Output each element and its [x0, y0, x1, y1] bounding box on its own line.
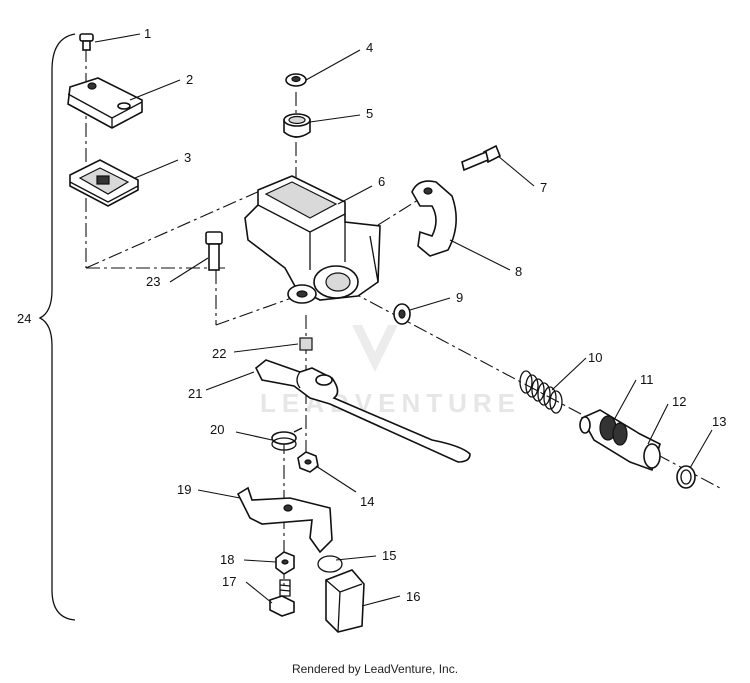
part-7-bolt — [461, 144, 502, 172]
callout-19: 19 — [177, 482, 191, 497]
part-3-diaphragm — [69, 159, 139, 207]
part-15-16-switch — [317, 555, 365, 633]
callout-5: 5 — [366, 106, 373, 121]
part-5-bushing — [283, 113, 311, 138]
assembly-bracket — [38, 33, 76, 621]
part-18-nut — [275, 551, 295, 575]
callout-3: 3 — [184, 150, 191, 165]
callout-9: 9 — [456, 290, 463, 305]
callout-7: 7 — [540, 180, 547, 195]
leader-lines — [94, 33, 713, 607]
callout-12: 12 — [672, 394, 686, 409]
callout-11: 11 — [640, 372, 654, 387]
watermark-text: LEADVENTURE — [260, 388, 521, 418]
callout-10: 10 — [588, 350, 602, 365]
part-6-master-cylinder — [244, 175, 381, 304]
part-10-spring — [519, 370, 563, 414]
part-11-12-piston — [579, 409, 661, 472]
part-2-reservoir-cover — [67, 77, 143, 129]
callout-16: 16 — [406, 589, 420, 604]
callout-14: 14 — [360, 494, 374, 509]
part-13-circlip — [676, 465, 696, 489]
part-1-screw — [79, 33, 94, 51]
callout-18: 18 — [220, 552, 234, 567]
callout-4: 4 — [366, 40, 373, 55]
callout-23: 23 — [146, 274, 160, 289]
part-19-bracket — [236, 486, 333, 554]
part-4-washer — [285, 73, 307, 87]
callout-21: 21 — [188, 386, 202, 401]
callout-6: 6 — [378, 174, 385, 189]
part-20-spring — [271, 427, 303, 451]
callout-2: 2 — [186, 72, 193, 87]
callout-labels: 1 2 3 4 5 6 7 8 9 10 11 12 13 14 15 16 1… — [17, 26, 726, 604]
callout-20: 20 — [210, 422, 224, 437]
credit-footer: Rendered by LeadVenture, Inc. — [291, 662, 459, 676]
part-23-bolt — [205, 231, 223, 271]
callout-22: 22 — [212, 346, 226, 361]
part-17-screw — [269, 579, 295, 617]
part-8-clamp — [411, 180, 457, 257]
callout-24: 24 — [17, 311, 31, 326]
part-14-nut — [297, 451, 319, 473]
callout-15: 15 — [382, 548, 396, 563]
callout-17: 17 — [222, 574, 236, 589]
part-21-lever — [254, 359, 471, 463]
part-22-pin — [299, 337, 313, 351]
part-9-washer — [393, 303, 411, 325]
callout-1: 1 — [144, 26, 151, 41]
callout-13: 13 — [712, 414, 726, 429]
callout-8: 8 — [515, 264, 522, 279]
